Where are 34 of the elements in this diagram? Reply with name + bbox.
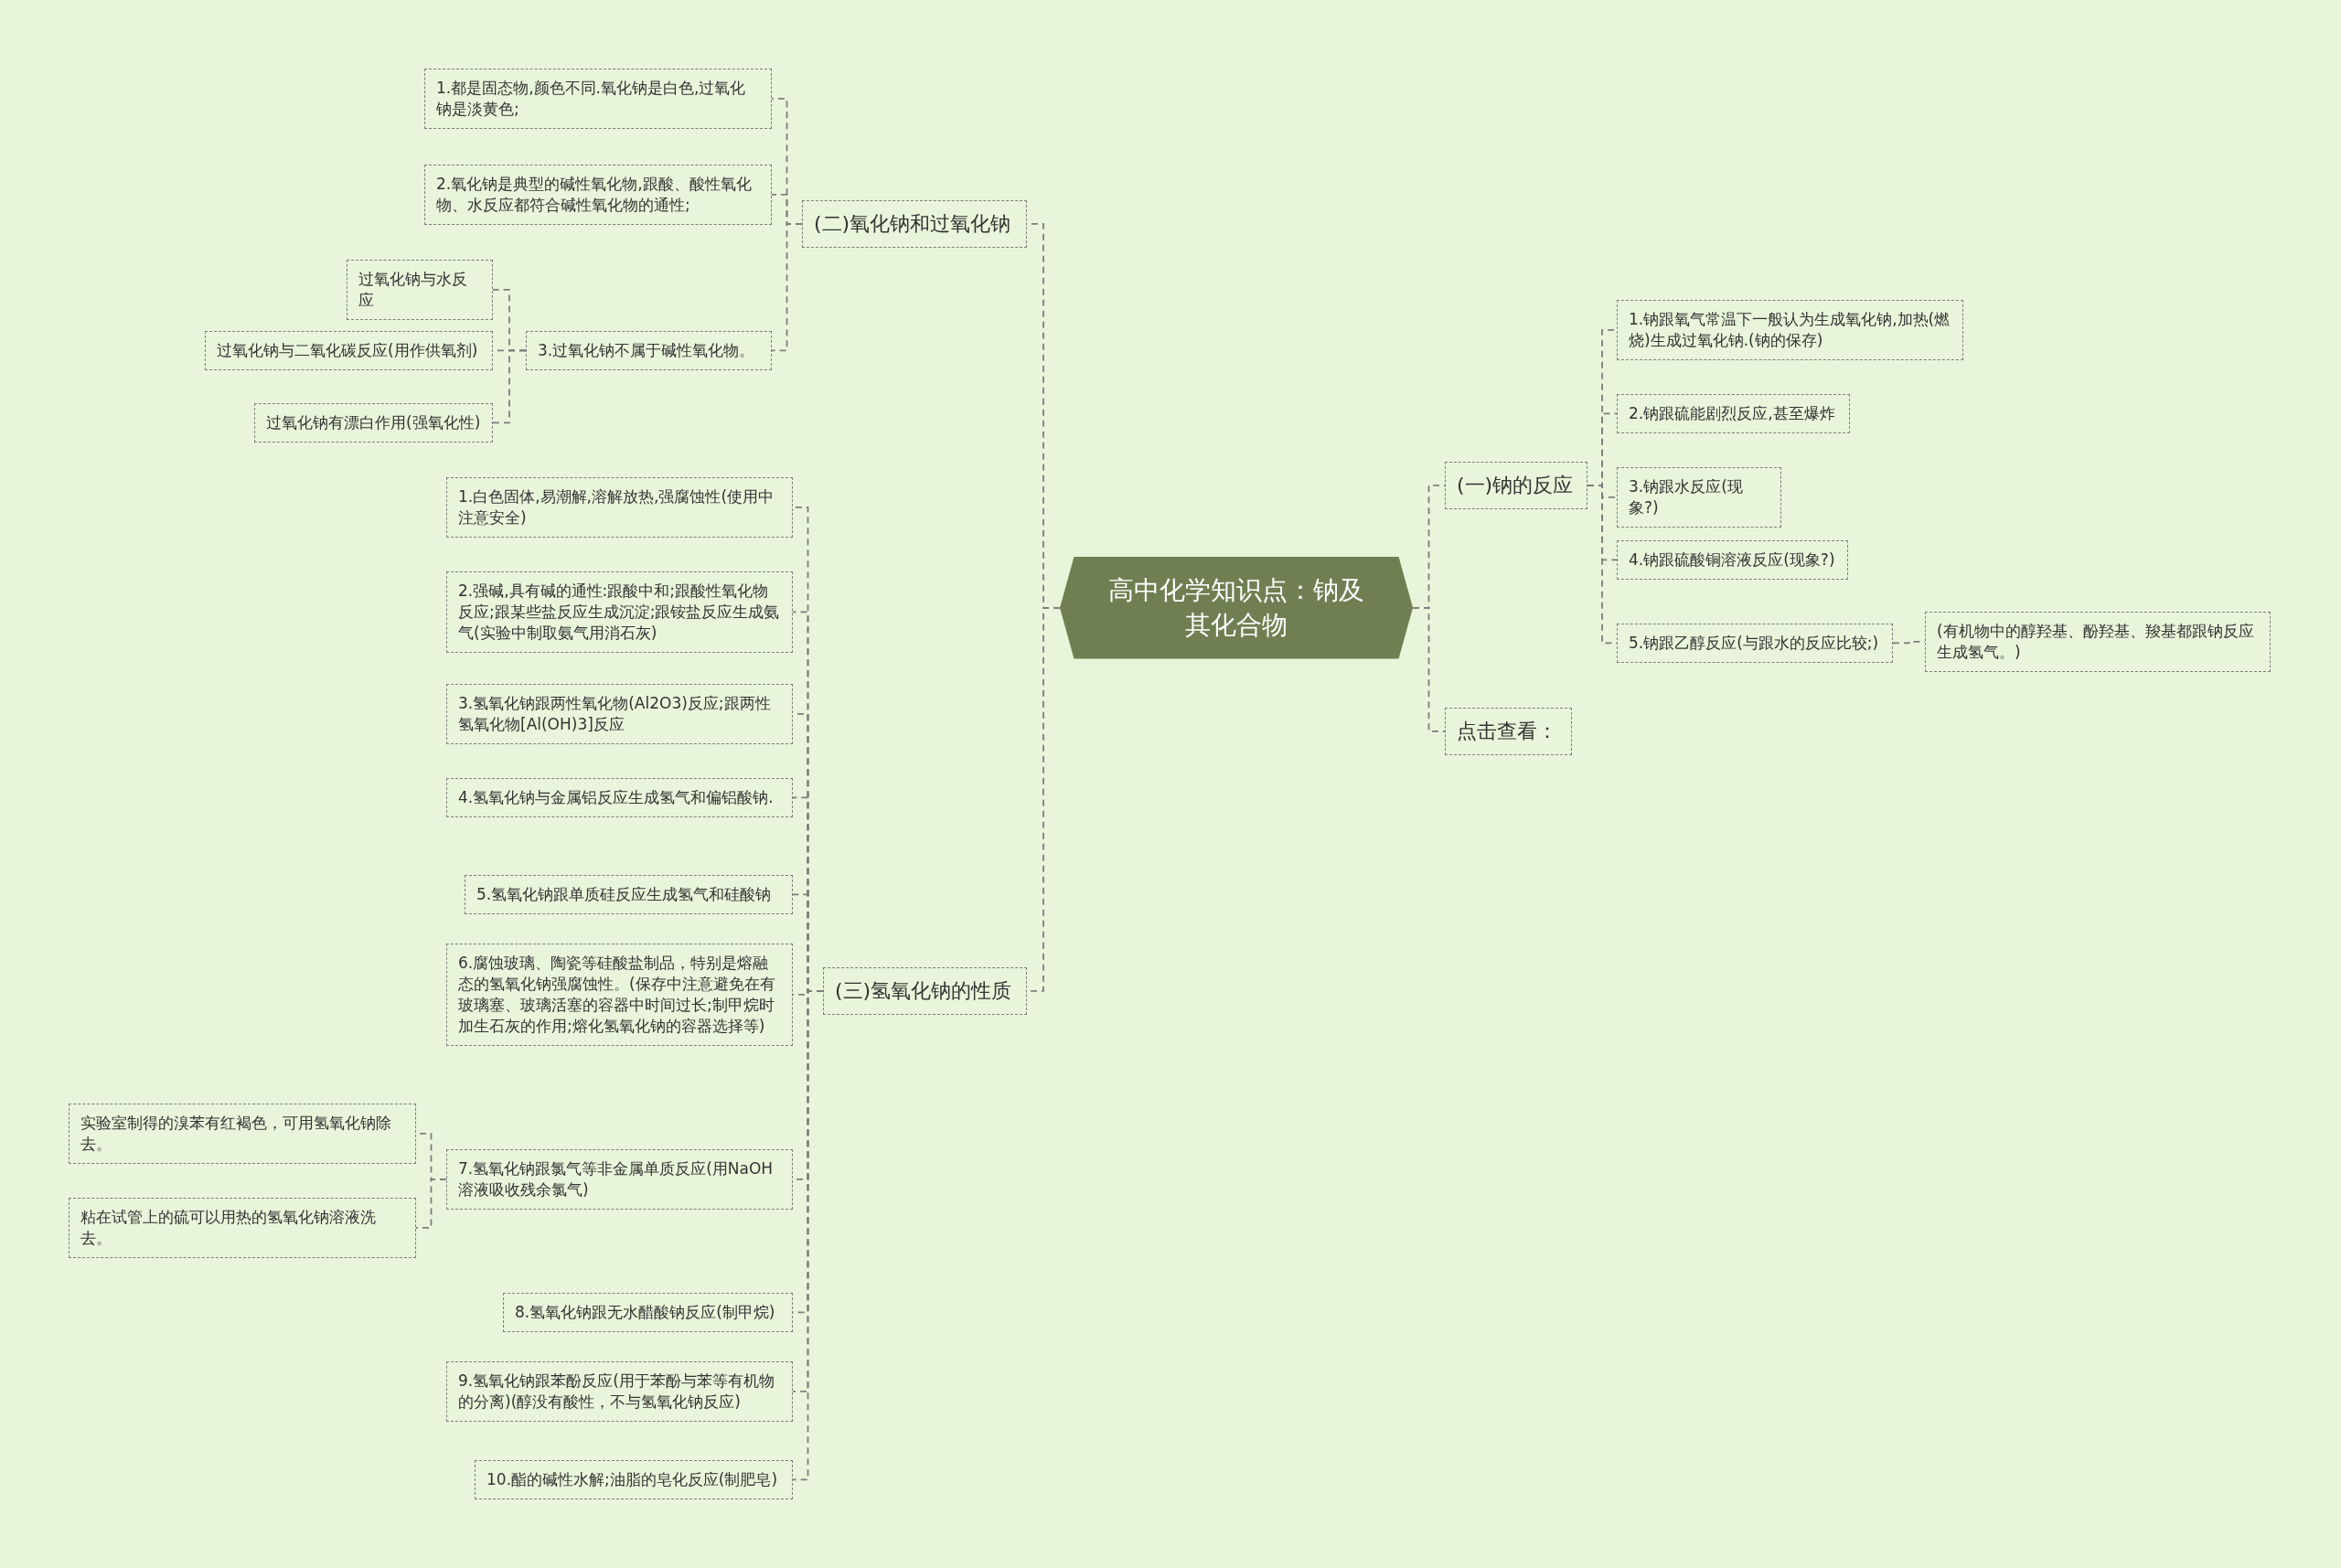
note-box: 10.酯的碱性水解;油脂的皂化反应(制肥皂) <box>475 1460 793 1499</box>
note-box: 7.氢氧化钠跟氯气等非金属单质反应(用NaOH溶液吸收残余氯气) <box>446 1149 793 1210</box>
connector-line <box>1892 641 1926 645</box>
topic-box: (一)钠的反应 <box>1445 462 1587 509</box>
note-box: 5.钠跟乙醇反应(与跟水的反应比较;) <box>1617 624 1893 663</box>
note-box: 4.氢氧化钠与金属铝反应生成氢气和偏铝酸钠. <box>446 778 793 817</box>
note-box: 3.钠跟水反应(现象?) <box>1617 467 1781 528</box>
connector-line <box>415 1179 447 1229</box>
connector-line <box>1587 484 1618 645</box>
connector-line <box>492 349 527 424</box>
note-box: 实验室制得的溴苯有红褐色，可用氢氧化钠除去。 <box>69 1104 416 1164</box>
note-box: 3.氢氧化钠跟两性氧化物(Al2O3)反应;跟两性氢氧化物[Al(OH)3]反应 <box>446 684 793 744</box>
note-box: 2.氧化钠是典型的碱性氧化物,跟酸、酸性氧化物、水反应都符合碱性氧化物的通性; <box>424 165 772 225</box>
note-box: 过氧化钠与二氧化碳反应(用作供氧剂) <box>205 331 493 370</box>
note-box: 1.白色固体,易潮解,溶解放热,强腐蚀性(使用中注意安全) <box>446 477 793 538</box>
note-box: 粘在试管上的硫可以用热的氢氧化钠溶液洗去。 <box>69 1198 416 1258</box>
connector-line <box>771 222 803 352</box>
note-box: 5.氢氧化钠跟单质硅反应生成氢气和硅酸钠 <box>465 875 793 914</box>
note-box: 过氧化钠有漂白作用(强氧化性) <box>254 403 493 443</box>
topic-box: (二)氧化钠和过氧化钠 <box>802 200 1027 248</box>
note-box: 2.钠跟硫能剧烈反应,甚至爆炸 <box>1617 394 1850 433</box>
note-box: 1.都是固态物,颜色不同.氧化钠是白色,过氧化钠是淡黄色; <box>424 69 772 129</box>
note-box: 4.钠跟硫酸铜溶液反应(现象?) <box>1617 540 1848 580</box>
note-box: 1.钠跟氧气常温下一般认为生成氧化钠,加热(燃烧)生成过氧化钠.(钠的保存) <box>1617 300 1963 360</box>
connector-line <box>1412 606 1446 732</box>
topic-box: 点击查看： <box>1445 708 1572 755</box>
note-box: 2.强碱,具有碱的通性:跟酸中和;跟酸性氧化物反应;跟某些盐反应生成沉淀;跟铵盐反应生成氨气(实验中制取氨气用消石灰) <box>446 571 793 653</box>
note-box: 8.氢氧化钠跟无水醋酸钠反应(制甲烷) <box>503 1293 793 1332</box>
note-box: 6.腐蚀玻璃、陶瓷等硅酸盐制品，特别是熔融态的氢氧化钠强腐蚀性。(保存中注意避免在有玻璃塞、玻璃活塞的容器中时间过长;制甲烷时加生石灰的作用;熔化氢氧化钠的容器选择等) <box>446 944 793 1046</box>
note-box: (有机物中的醇羟基、酚羟基、羧基都跟钠反应生成氢气。) <box>1925 612 2271 672</box>
note-box: 3.过氧化钠不属于碱性氧化物。 <box>526 331 772 370</box>
note-box: 9.氢氧化钠跟苯酚反应(用于苯酚与苯等有机物的分离)(醇没有酸性，不与氢氧化钠反应) <box>446 1361 793 1422</box>
note-box: 过氧化钠与水反应 <box>347 260 493 320</box>
topic-box: (三)氢氧化钠的性质 <box>823 967 1027 1015</box>
